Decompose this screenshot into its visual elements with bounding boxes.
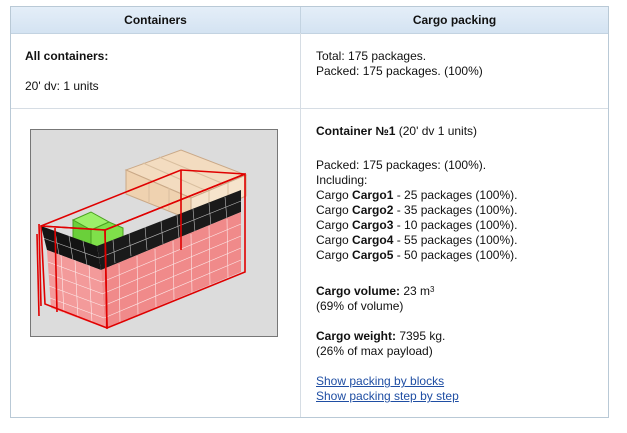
cargo-name: Cargo2 [352, 203, 394, 217]
cargo-volume-value: 23 m [400, 284, 431, 298]
containers-column-header: Containers [11, 7, 301, 34]
cargo-line: Cargo Cargo1 - 25 packages (100%). [316, 188, 517, 203]
cargo-line: Cargo Cargo5 - 50 packages (100%). [316, 248, 517, 263]
cargo-weight-value: 7395 kg. [396, 329, 446, 343]
cargo-prefix: Cargo [316, 248, 353, 262]
cubic-superscript: 3 [430, 285, 435, 294]
container-count: 20' dv: 1 units [25, 79, 99, 93]
cargo-weight: Cargo weight: 7395 kg. [316, 329, 445, 344]
cargo-detail: - 50 packages (100%). [393, 248, 518, 262]
cargo-weight-label: Cargo weight: [316, 329, 396, 343]
container-3d-view [30, 129, 278, 337]
cargo-prefix: Cargo [316, 233, 353, 247]
show-packing-by-blocks-link[interactable]: Show packing by blocks [316, 374, 445, 388]
cargo-line: Cargo Cargo4 - 55 packages (100%). [316, 233, 517, 248]
container-title: Container №1 (20' dv 1 units) [316, 124, 477, 139]
cargo-name: Cargo3 [352, 218, 394, 232]
show-packing-step-by-step-link[interactable]: Show packing step by step [316, 389, 459, 403]
packing-results-table: Containers Cargo packing All containers:… [10, 6, 609, 418]
cargo-detail: - 10 packages (100%). [393, 218, 518, 232]
cargo-prefix: Cargo [316, 188, 353, 202]
cargo-weight-percent: (26% of max payload) [316, 344, 433, 358]
cargo-detail: - 35 packages (100%). [393, 203, 518, 217]
including-label: Including: [316, 173, 368, 187]
cargo-line: Cargo Cargo3 - 10 packages (100%). [316, 218, 517, 233]
cargo-volume-label: Cargo volume: [316, 284, 401, 298]
cargo-name: Cargo5 [352, 248, 394, 262]
cargo-volume-percent: (69% of volume) [316, 299, 404, 313]
column-divider [300, 33, 301, 417]
container-name: Container №1 [316, 124, 396, 138]
cargo-prefix: Cargo [316, 218, 353, 232]
container-illustration [36, 149, 248, 330]
cargo-name: Cargo4 [352, 233, 394, 247]
cargo-prefix: Cargo [316, 203, 353, 217]
cargo-volume: Cargo volume: 23 m3 [316, 284, 434, 299]
cargo-packing-column-header: Cargo packing [301, 7, 608, 34]
container-packed: Packed: 175 packages: (100%). [316, 158, 487, 172]
container-type: (20' dv 1 units) [395, 124, 478, 138]
all-containers-label: All containers: [25, 49, 109, 63]
cargo-line: Cargo Cargo2 - 35 packages (100%). [316, 203, 517, 218]
cargo-detail: - 25 packages (100%). [393, 188, 518, 202]
cargo-name: Cargo1 [352, 188, 394, 202]
total-packages: Total: 175 packages. [316, 49, 427, 63]
row-divider [11, 108, 608, 109]
cargo-detail: - 55 packages (100%). [393, 233, 518, 247]
packed-packages: Packed: 175 packages. (100%) [316, 64, 483, 78]
